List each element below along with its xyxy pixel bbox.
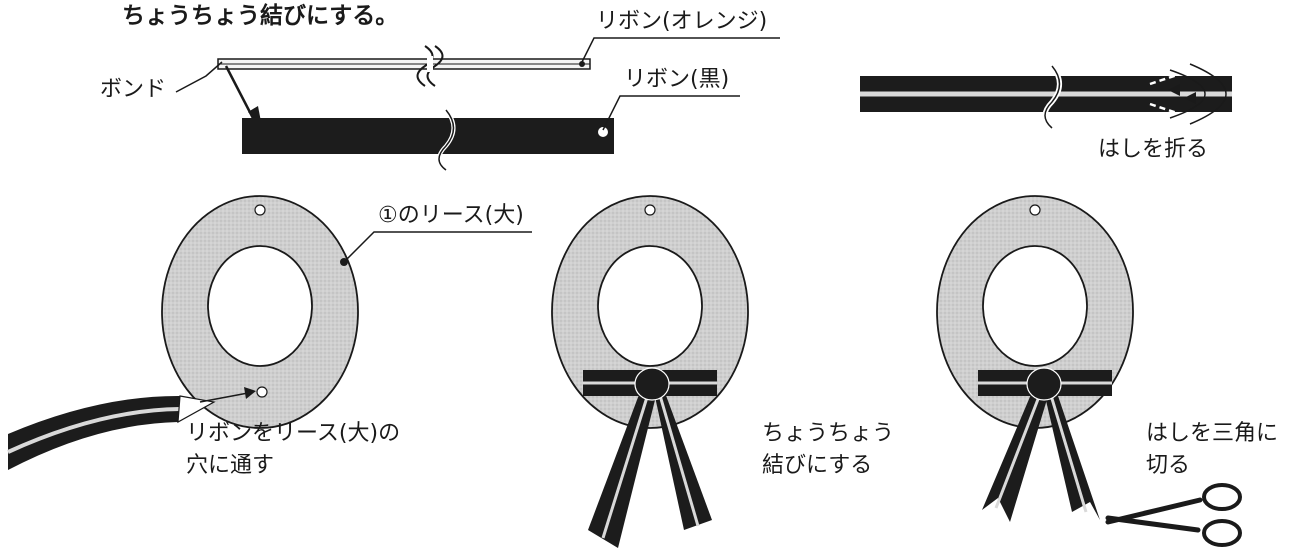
orange-ribbon-leader — [581, 37, 780, 63]
wreath-large-1 — [161, 195, 359, 429]
label-step3-line1: はしを三角に — [1146, 421, 1279, 446]
scissors-icon — [1105, 483, 1242, 547]
black-ribbon — [242, 108, 614, 172]
bond-arrow — [224, 65, 262, 127]
label-step1-line1: リボンをリース(大)の — [186, 421, 401, 446]
orange-ribbon — [217, 45, 591, 87]
bond-leader — [175, 61, 223, 93]
label-step2-line1: ちょうちょう — [762, 421, 895, 446]
label-step2-line2: 結びにする — [762, 453, 873, 478]
label-ribbon-orange: リボン(オレンジ) — [596, 9, 768, 34]
label-wreath-large: ①のリース(大) — [378, 203, 524, 228]
bow-2 — [583, 367, 717, 548]
heading: ちょうちょう結びにする。 — [122, 3, 399, 29]
joined-ribbon — [860, 64, 1232, 130]
threading-ribbon — [7, 387, 256, 470]
fold-marks — [1149, 62, 1227, 126]
label-bond: ボンド — [100, 77, 167, 102]
black-ribbon-leader — [602, 95, 740, 131]
label-step3-line2: 切る — [1146, 453, 1191, 478]
wreath-large-leader — [340, 231, 532, 266]
label-ribbon-black: リボン(黒) — [624, 67, 730, 92]
label-fold-ends: はしを折る — [1098, 137, 1209, 162]
bow-3 — [978, 367, 1112, 522]
label-step1-line2: 穴に通す — [186, 453, 275, 478]
